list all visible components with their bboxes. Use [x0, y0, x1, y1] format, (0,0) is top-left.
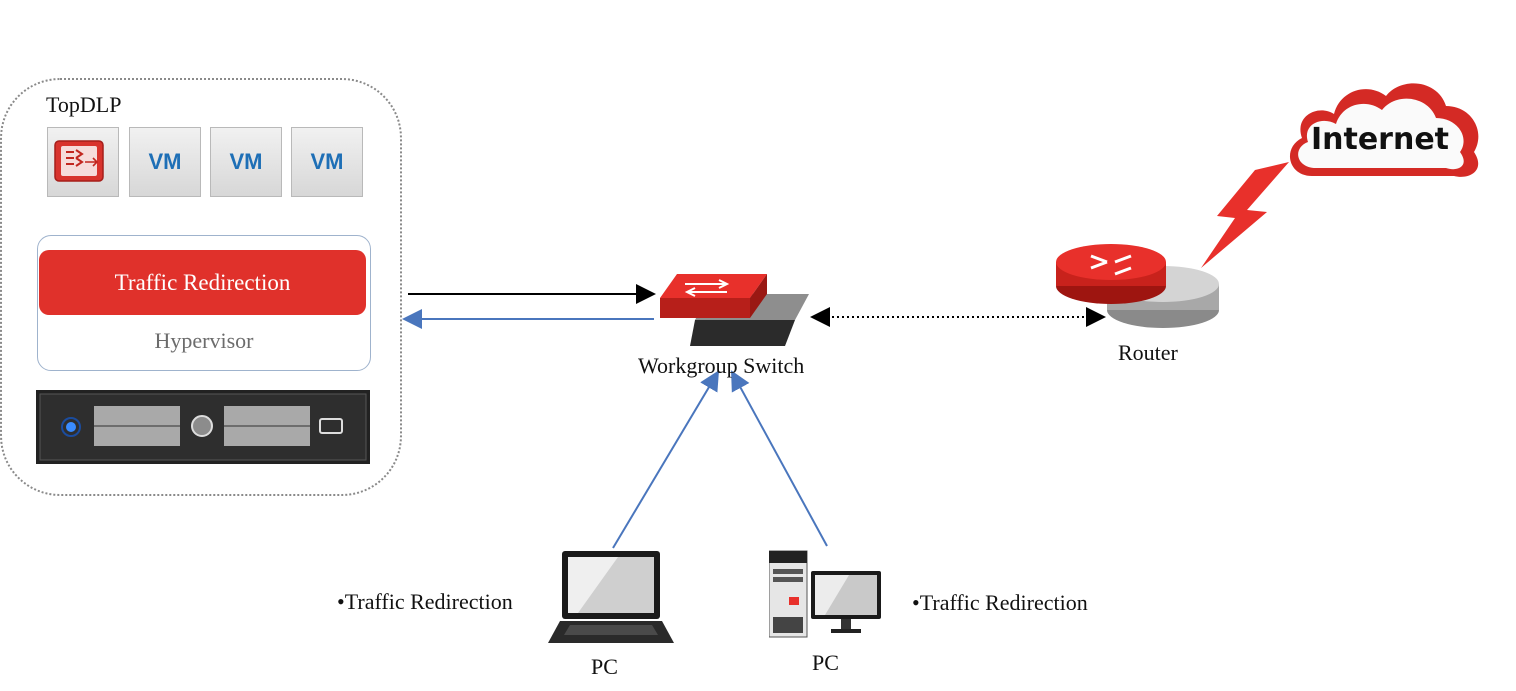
- rack-server-icon: [36, 390, 370, 464]
- laptop-to-switch-line: [612, 370, 720, 549]
- dlp-appliance-icon: [54, 140, 104, 182]
- laptop-redirection-note: •Traffic Redirection: [337, 589, 513, 614]
- vm-tile: VM: [291, 127, 363, 197]
- vm-tile: VM: [129, 127, 201, 197]
- switch-icon: [660, 274, 809, 346]
- laptop-icon: [548, 551, 674, 643]
- vm-tile: VM: [210, 127, 282, 197]
- laptop-pc-label: PC: [591, 654, 618, 679]
- internet-label: Internet: [1310, 122, 1450, 157]
- desktop-pc-label: PC: [812, 650, 839, 675]
- router-label: Router: [1118, 340, 1178, 365]
- traffic-redirection-bar: Traffic Redirection: [39, 250, 366, 315]
- desktop-to-switch-line: [731, 370, 828, 547]
- internet-cloud-icon: [1289, 83, 1479, 177]
- hypervisor-label: Hypervisor: [154, 328, 254, 353]
- router-icon: [1056, 244, 1219, 328]
- topdlp-cluster: [0, 78, 402, 496]
- switch-label: Workgroup Switch: [638, 353, 805, 378]
- desktop-pc-icon: [769, 550, 881, 638]
- desktop-redirection-note: •Traffic Redirection: [912, 590, 1088, 615]
- topdlp-appliance-tile: [47, 127, 119, 197]
- cluster-title: TopDLP: [46, 92, 122, 117]
- lightning-icon: [1201, 162, 1289, 268]
